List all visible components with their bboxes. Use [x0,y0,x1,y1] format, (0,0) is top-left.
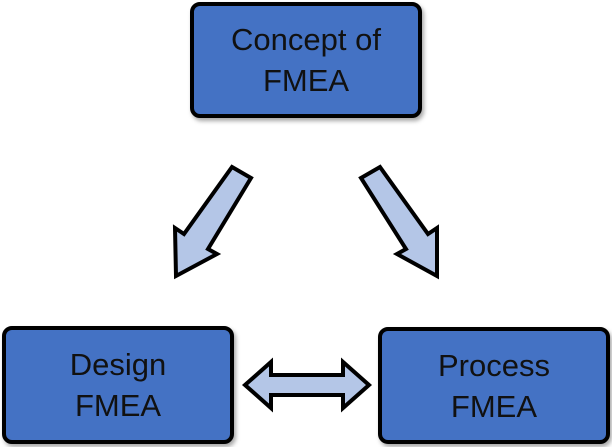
process-fmea-label-line2: FMEA [450,388,538,424]
concept-of-fmea-label-line2: FMEA [262,63,350,98]
design-fmea-label: Design FMEA [70,344,167,426]
process-fmea-box: Process FMEA [378,327,610,444]
concept-of-fmea-label: Concept of FMEA [231,19,381,101]
design-fmea-label-line1: Design [69,347,167,382]
concept-of-fmea-label-line1: Concept of [231,22,381,57]
arrow-design-process-bidirectional [241,357,373,413]
design-fmea-box: Design FMEA [2,326,234,444]
arrow-concept-to-process [358,164,439,280]
arrow-concept-to-design [172,164,254,280]
concept-of-fmea-box: Concept of FMEA [190,2,422,118]
design-fmea-label-line2: FMEA [74,388,162,423]
process-fmea-label: Process FMEA [438,345,550,427]
process-fmea-label-line1: Process [438,347,550,383]
